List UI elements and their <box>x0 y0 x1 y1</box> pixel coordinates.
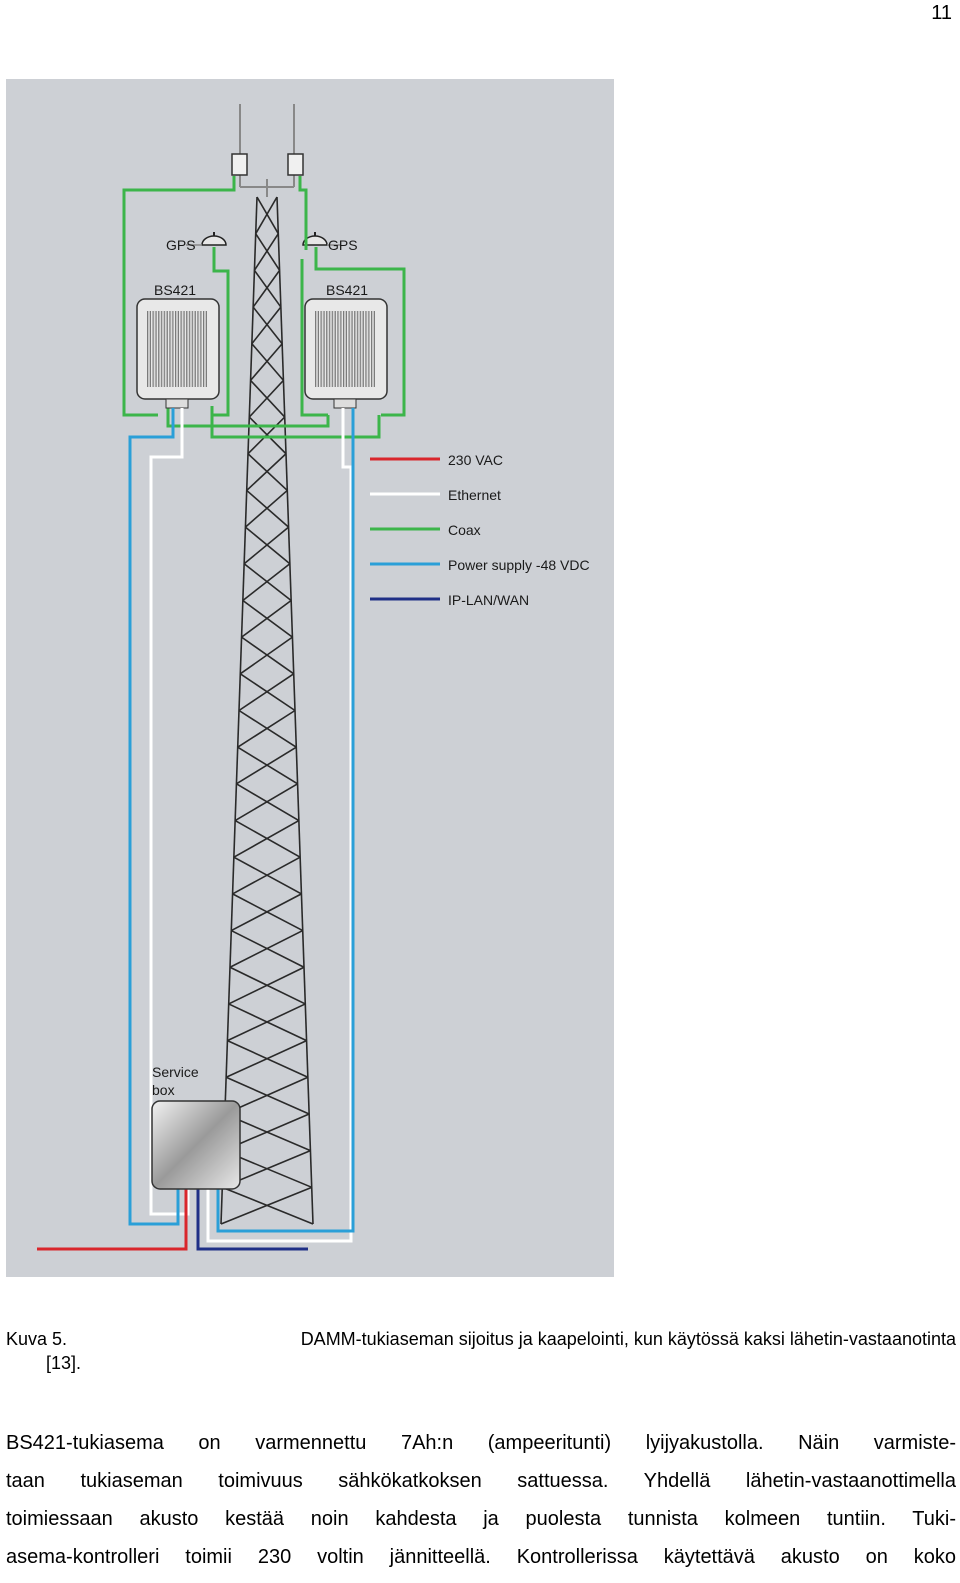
legend-label-power-supply: Power supply -48 VDC <box>448 557 590 573</box>
antenna-right-icon <box>287 153 304 176</box>
bs421-right-unit <box>304 298 388 409</box>
body-line: BS421-tukiasema on varmennettu 7Ah:n (am… <box>6 1432 956 1454</box>
ethernet-cables <box>149 408 353 1243</box>
ip-lan-wan-cable <box>196 1189 308 1251</box>
bs421-left-label: BS421 <box>154 282 196 298</box>
legend-label-ip-lan-wan: IP-LAN/WAN <box>448 592 529 608</box>
service-box-label-line2: box <box>152 1082 175 1098</box>
figure-caption: Kuva 5. DAMM-tukiaseman sijoitus ja kaap… <box>6 1327 956 1375</box>
page-number: 11 <box>931 2 952 24</box>
coax-cables <box>122 176 406 439</box>
bs421-left-unit <box>136 298 220 409</box>
legend: 230 VAC Ethernet Coax Power supply -48 V… <box>370 452 590 608</box>
gps-dome-right-icon <box>302 235 328 246</box>
body-line: taan tukiaseman toimivuus sähkökatkoksen… <box>6 1470 956 1492</box>
bs421-right-label: BS421 <box>326 282 368 298</box>
antenna-left-icon <box>231 153 248 176</box>
caption-text: DAMM-tukiaseman sijoitus ja kaapelointi,… <box>300 1329 956 1349</box>
gps-right-label: GPS <box>328 237 358 253</box>
body-line: toimiessaan akusto kestää noin kahdesta … <box>6 1508 956 1530</box>
tower-cabling-diagram: GPS GPS BS421 BS421 Service box 230 VAC … <box>6 79 614 1277</box>
power-supply-cables <box>128 408 355 1233</box>
caption-reference: [13]. <box>46 1353 82 1373</box>
ac-power-cable <box>37 1189 188 1251</box>
service-box-label-line1: Service <box>152 1064 199 1080</box>
body-line: asema-kontrolleri toimii 230 voltin jänn… <box>6 1546 956 1568</box>
figure-background <box>6 79 614 1277</box>
gps-dome-left-icon <box>201 235 227 246</box>
antenna-masts <box>239 104 295 197</box>
legend-label-coax: Coax <box>448 522 481 538</box>
legend-label-230vac: 230 VAC <box>448 452 503 468</box>
service-box <box>151 1100 241 1190</box>
caption-label: Kuva 5. <box>6 1329 68 1349</box>
gps-left-label: GPS <box>166 237 196 253</box>
legend-label-ethernet: Ethernet <box>448 487 501 503</box>
body-paragraph: BS421-tukiasema on varmennettu 7Ah:n (am… <box>6 1424 956 1576</box>
tower-cabling-figure: GPS GPS BS421 BS421 Service box 230 VAC … <box>6 79 614 1277</box>
